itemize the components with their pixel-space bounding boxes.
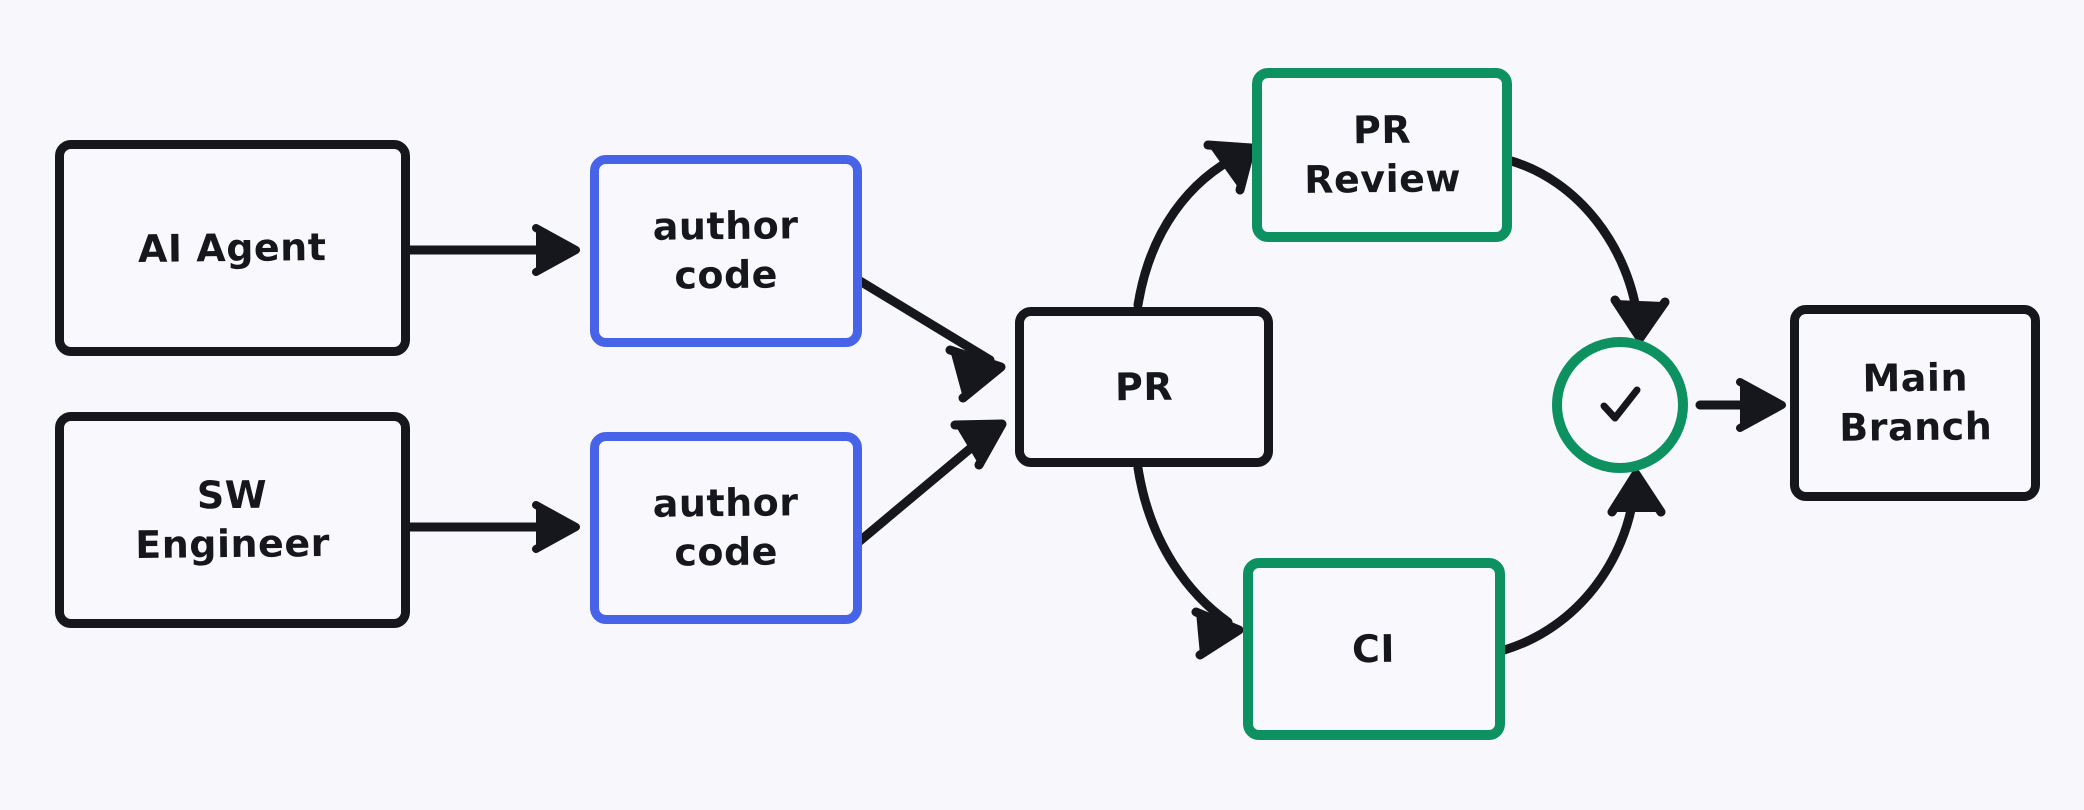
edge-ci-to-check [1499,469,1666,655]
edge-pr-to-pr-review [1133,140,1256,310]
node-check-gate[interactable] [1552,337,1688,473]
node-ai-agent-label: AI Agent [138,224,327,271]
check-icon [1600,386,1641,422]
node-pr-label: PR [1114,364,1174,409]
edge-author-code-bottom-to-pr [850,419,1007,550]
node-sw-engineer[interactable]: SW Engineer [55,412,410,628]
node-author-code-top-label: author code [652,203,799,298]
node-main-branch-label: Main Branch [1838,355,1992,450]
edge-ai-agent-to-author-code [405,224,580,276]
node-pr-review-label: PR Review [1303,108,1461,202]
edge-author-code-top-to-pr [850,273,1006,403]
edge-pr-review-to-check [1503,155,1670,343]
edge-check-to-main-branch [1695,378,1786,432]
node-ci[interactable]: CI [1243,558,1505,740]
node-author-code-top[interactable]: author code [590,155,862,347]
node-ai-agent[interactable]: AI Agent [55,140,410,356]
node-ci-label: CI [1352,626,1396,671]
node-main-branch[interactable]: Main Branch [1790,305,2040,501]
node-author-code-bottom-label: author code [652,480,799,575]
edge-pr-to-ci [1133,463,1244,660]
node-sw-engineer-label: SW Engineer [135,473,331,568]
node-pr-review[interactable]: PR Review [1252,68,1512,242]
edge-sw-engineer-to-author-code [405,501,580,553]
node-pr[interactable]: PR [1015,307,1273,467]
node-author-code-bottom[interactable]: author code [590,432,862,624]
